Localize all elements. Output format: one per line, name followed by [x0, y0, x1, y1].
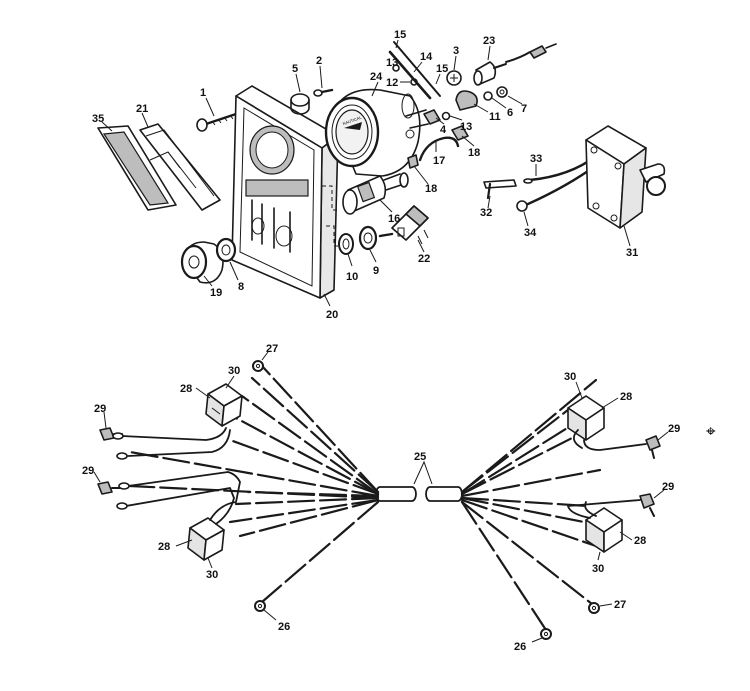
part-13-nut-upper: [392, 64, 400, 72]
terminal-plug-upper-left-2: [112, 432, 124, 440]
part-22-toggle-switch: [378, 205, 429, 245]
connector-upper-left: [205, 383, 243, 427]
ring-terminal-27-right: [588, 602, 600, 614]
callout-9: 9: [373, 265, 379, 277]
part-2-screw: [313, 88, 334, 97]
registration-mark: ⌖: [706, 422, 716, 442]
callout-23: 23: [483, 35, 495, 47]
callout-1: 1: [200, 87, 206, 99]
callout-22: 22: [418, 253, 430, 265]
callout-6: 6: [507, 107, 513, 119]
callout-28-lower-right: 28: [634, 535, 646, 547]
terminal-plug-upper-left: [116, 452, 128, 460]
callout-27-right: 27: [614, 599, 626, 611]
part-24-gauge: NAUTICAL: [324, 88, 429, 177]
connector-lower-left: [187, 517, 225, 561]
callout-24: 24: [370, 71, 383, 83]
terminal-plug-lower-left: [116, 502, 128, 510]
callout-29-upper-left: 29: [94, 403, 106, 415]
callout-29-lower-right: 29: [662, 481, 674, 493]
part-19-knob: [180, 241, 224, 284]
callout-26-left: 26: [278, 621, 290, 633]
part-34-lead-wire: [516, 162, 600, 212]
part-18-connector-upper: [451, 125, 469, 141]
callout-12: 12: [386, 77, 398, 89]
callout-29-lower-left: 29: [82, 465, 94, 477]
wiring-harness: [93, 351, 669, 643]
part-4-terminal: [423, 109, 441, 125]
callout-30-lower-right: 30: [592, 563, 604, 575]
part-13-nut-lower: [441, 111, 451, 121]
part-9-nut: [358, 225, 378, 251]
terminal-29-lower-left: [97, 481, 121, 495]
callout-27-left: 27: [266, 343, 278, 355]
callout-30-lower-left: 30: [206, 569, 218, 581]
part-6-nut: [483, 91, 493, 101]
callout-18-lower: 18: [425, 183, 437, 195]
part-10-washer: [338, 233, 354, 255]
part-35-lens-plate: [97, 125, 177, 211]
part-1-screw: [196, 112, 238, 132]
ring-terminal-27-left: [252, 360, 264, 372]
part-8-nut: [215, 237, 237, 263]
part-11-clamp: [455, 90, 478, 111]
callout-15-upper: 15: [394, 29, 406, 41]
callout-19: 19: [210, 287, 222, 299]
part-25-sleeves: [375, 486, 463, 502]
terminal-plug-lower-left-2: [118, 482, 130, 490]
callout-10: 10: [346, 271, 358, 283]
callout-25: 25: [414, 451, 426, 463]
terminal-29-lower-right: [639, 493, 655, 517]
callout-30-upper-left: 30: [228, 365, 240, 377]
part-23-lead-wire: [505, 43, 557, 63]
part-23-lamp-socket: [473, 61, 507, 86]
callout-34: 34: [524, 227, 537, 239]
ring-terminal-26-right: [540, 628, 552, 640]
connector-lower-right: [585, 507, 623, 553]
part-31-sender-unit: [585, 125, 666, 229]
terminal-29-upper-right: [645, 435, 661, 459]
callout-labels: 1 2 3 4 5 6 7 8 9 10 11 12 13 13 14 15 1…: [82, 29, 680, 653]
part-32-bracket: [483, 179, 517, 200]
callout-35: 35: [92, 113, 104, 125]
callout-8: 8: [238, 281, 244, 293]
callout-31: 31: [626, 247, 638, 259]
callout-29-upper-right: 29: [668, 423, 680, 435]
callout-2: 2: [316, 55, 322, 67]
part-5-grommet: [290, 93, 310, 115]
callout-21: 21: [136, 103, 148, 115]
gauge-face-text: NAUTICAL: [342, 115, 363, 127]
connector-upper-right: [567, 395, 605, 441]
part-17-wire: [418, 136, 460, 162]
callout-15-lower: 15: [436, 63, 448, 75]
part-21-trim-strip: [139, 123, 221, 211]
callout-13-upper: 13: [386, 57, 398, 69]
callout-28-upper-left: 28: [180, 383, 192, 395]
callout-20: 20: [326, 309, 338, 321]
part-7-nut: [496, 86, 508, 98]
callout-13-lower: 13: [460, 121, 472, 133]
callout-18-upper: 18: [468, 147, 480, 159]
part-18-clip-lower: [407, 154, 419, 169]
callout-5: 5: [292, 63, 298, 75]
part-20-panel-housing: [231, 85, 339, 299]
callout-14: 14: [420, 51, 433, 63]
callout-17: 17: [433, 155, 445, 167]
callout-30-upper-right: 30: [564, 371, 576, 383]
callout-26-right: 26: [514, 641, 526, 653]
callout-16: 16: [388, 213, 400, 225]
callout-28-lower-left: 28: [158, 541, 170, 553]
callout-33: 33: [530, 153, 542, 165]
ring-terminal-26-left: [254, 600, 266, 612]
callout-7: 7: [521, 103, 527, 115]
part-3-bulb: [446, 70, 462, 86]
callout-3: 3: [453, 45, 459, 57]
callout-4: 4: [440, 124, 447, 136]
callout-11: 11: [489, 111, 501, 123]
part-16-socket: [342, 172, 409, 215]
callout-28-upper-right: 28: [620, 391, 632, 403]
callout-32: 32: [480, 207, 492, 219]
